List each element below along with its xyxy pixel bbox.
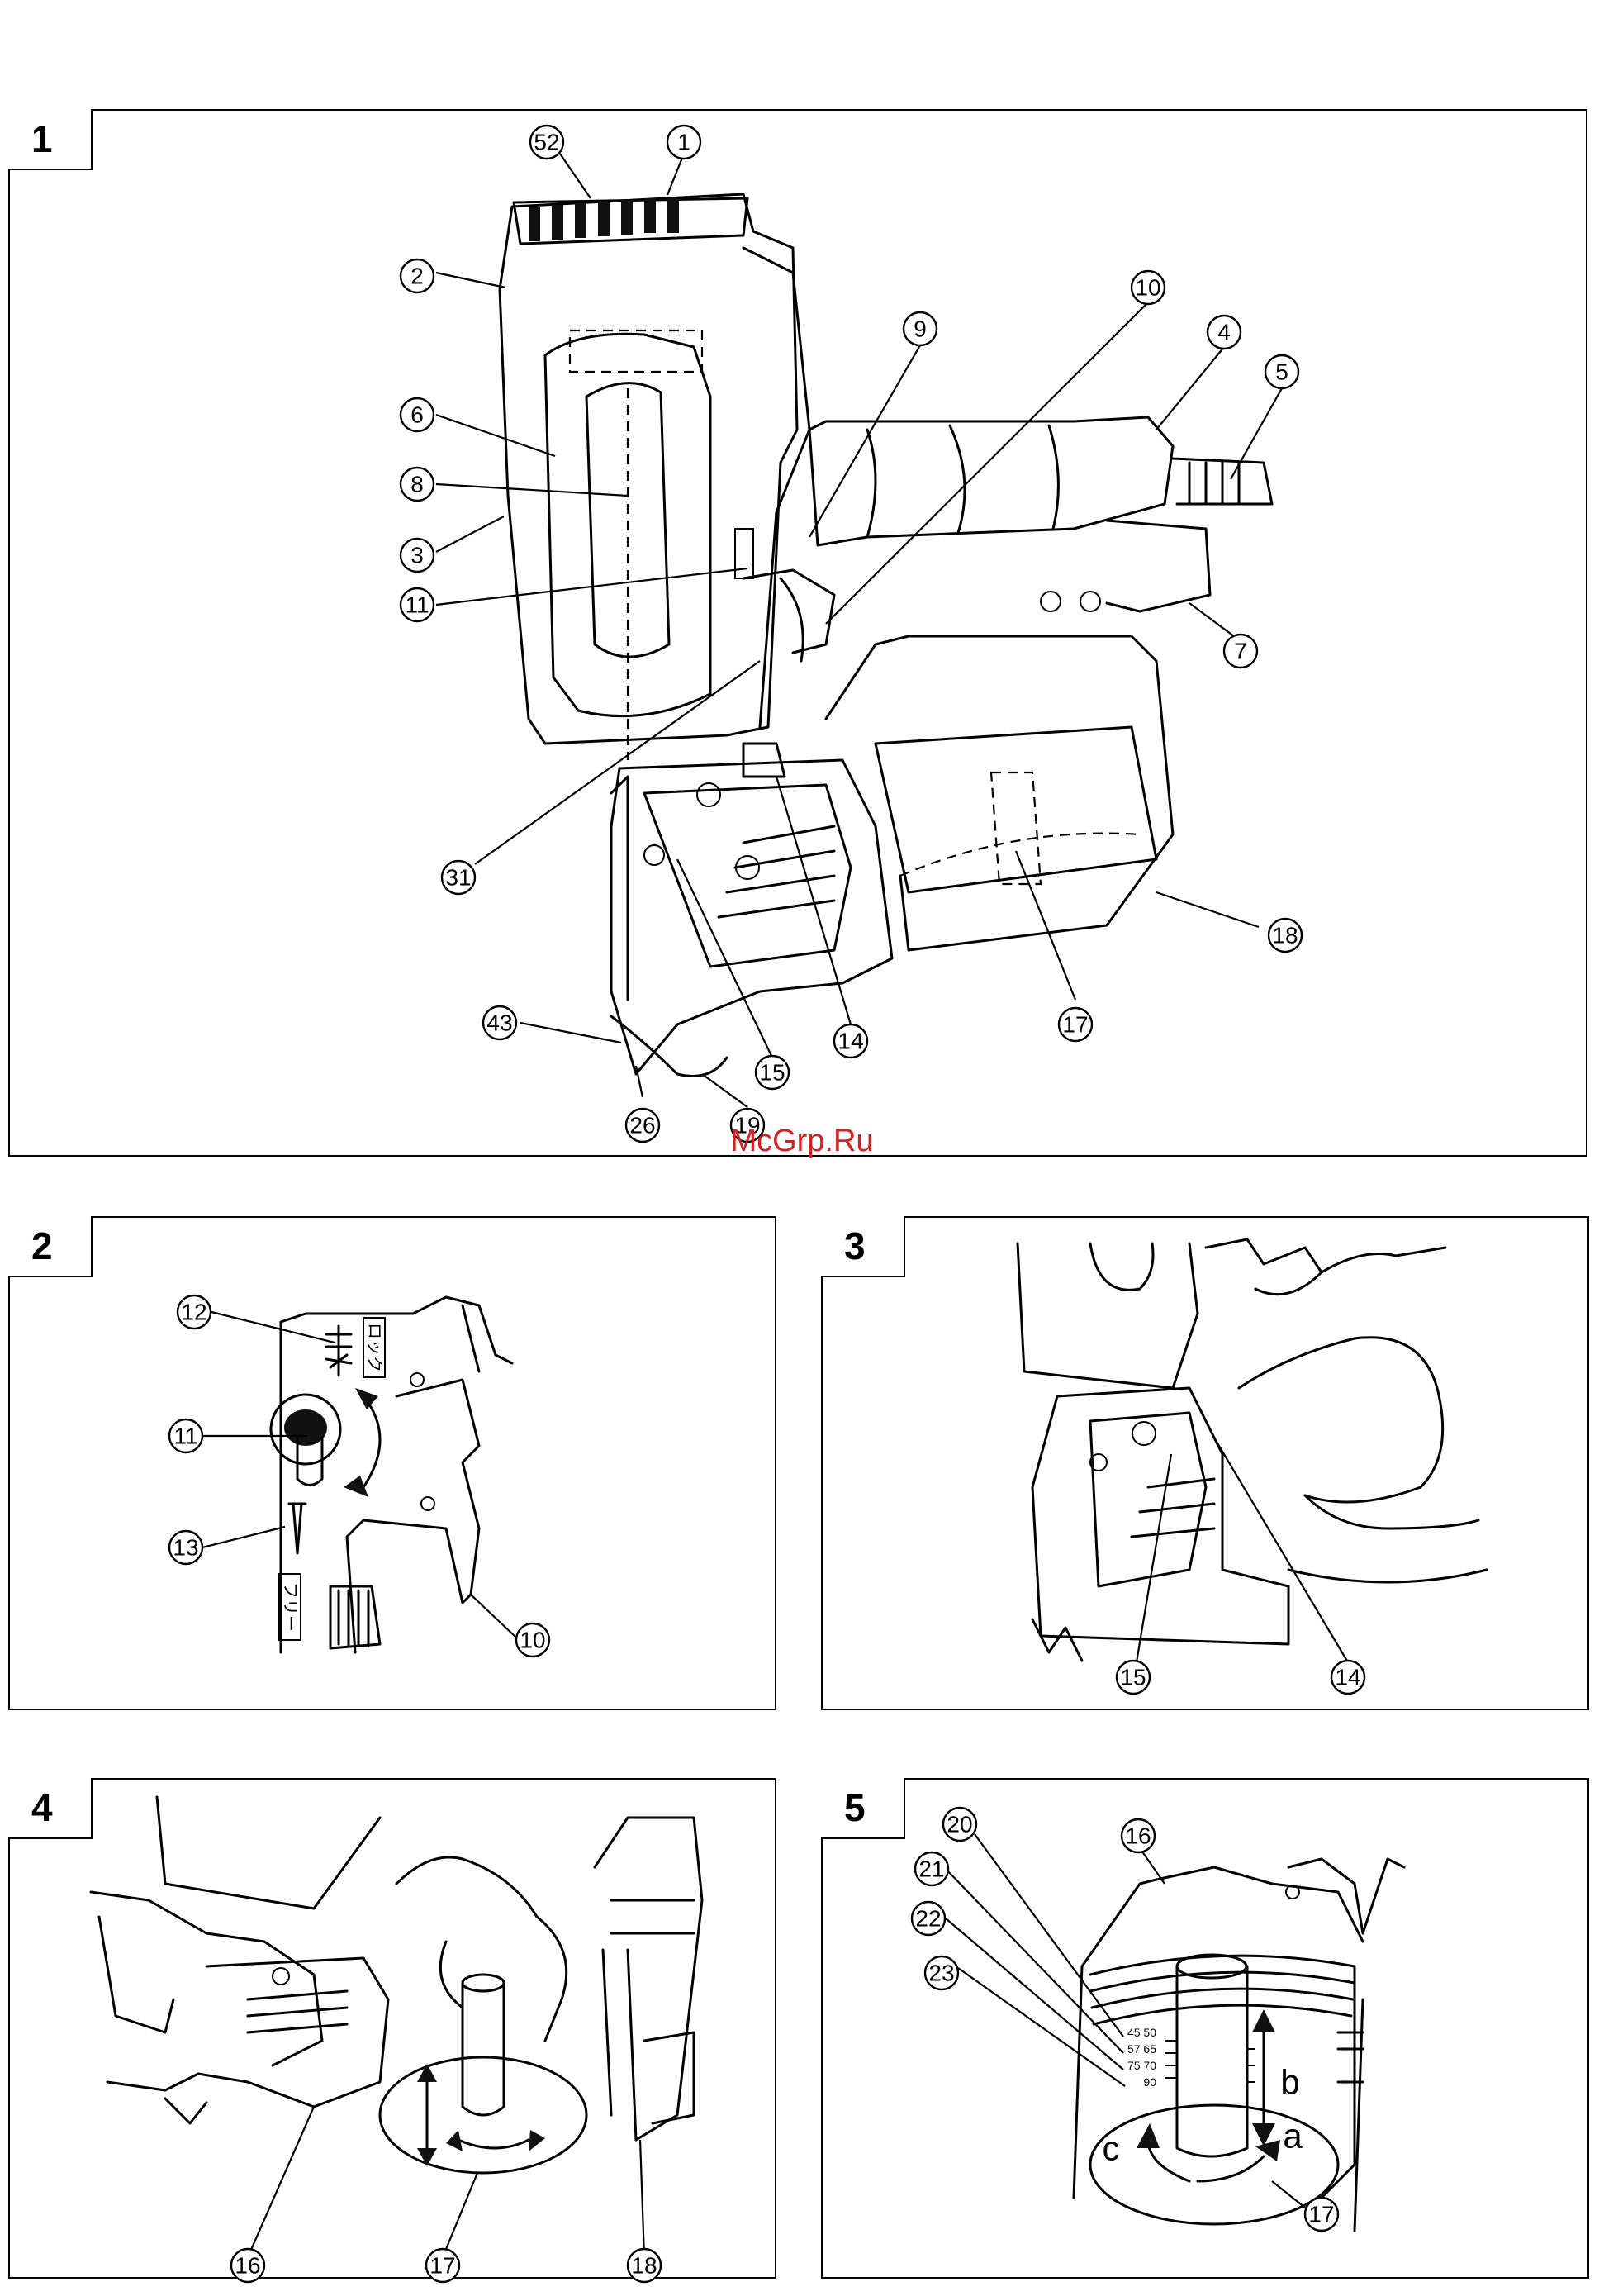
callout-10: 10 [516, 1623, 549, 1657]
svg-text:16: 16 [1125, 1823, 1151, 1849]
svg-text:12: 12 [181, 1300, 206, 1325]
callout-20: 20 [943, 1808, 976, 1841]
svg-text:10: 10 [520, 1628, 545, 1653]
svg-text:17: 17 [1308, 2202, 1334, 2227]
nail-symbol-icon [289, 1504, 306, 1553]
svg-text:15: 15 [1120, 1665, 1146, 1690]
svg-text:23: 23 [928, 1961, 954, 1986]
callout-23: 23 [925, 1956, 958, 1989]
svg-text:18: 18 [631, 2253, 657, 2279]
scale-label-90: 90 [1143, 2075, 1156, 2089]
figure-2-drawing: ロック フリー 12 11 13 10 [169, 1295, 549, 1657]
scale-label-45-50: 45 50 [1127, 2026, 1156, 2039]
figure-4-drawing: 16 17 18 [91, 1797, 702, 2282]
scale-label-75-70: 75 70 [1127, 2059, 1156, 2072]
svg-text:21: 21 [918, 1856, 944, 1882]
scale-label-57-65: 57 65 [1127, 2042, 1156, 2056]
svg-text:14: 14 [1335, 1665, 1360, 1690]
callout-18: 18 [628, 2249, 661, 2282]
svg-text:17: 17 [429, 2253, 455, 2279]
letter-c: c [1103, 2129, 1120, 2168]
callout-11: 11 [169, 1419, 202, 1452]
free-label: フリー [281, 1582, 299, 1632]
letter-a: a [1283, 2117, 1303, 2156]
callout-16: 16 [231, 2249, 264, 2282]
svg-text:22: 22 [915, 1906, 941, 1932]
callout-15: 15 [1117, 1661, 1150, 1694]
svg-text:16: 16 [235, 2253, 260, 2279]
figure-3-drawing: 15 14 [1018, 1239, 1487, 1694]
letter-b: b [1280, 2063, 1299, 2102]
lock-symbol-icon [326, 1326, 351, 1376]
lock-label: ロック [365, 1323, 384, 1372]
callout-22: 22 [912, 1902, 945, 1935]
callout-14: 14 [1331, 1661, 1364, 1694]
svg-text:20: 20 [947, 1812, 972, 1837]
callout-17: 17 [426, 2249, 459, 2282]
svg-text:11: 11 [173, 1424, 197, 1449]
callout-13: 13 [169, 1531, 202, 1564]
callout-17: 17 [1305, 2198, 1338, 2231]
callout-21: 21 [915, 1852, 948, 1885]
callout-12: 12 [178, 1295, 211, 1329]
svg-text:13: 13 [173, 1535, 198, 1561]
callout-16: 16 [1122, 1819, 1155, 1852]
figure-5-drawing: 45 50 57 65 75 70 90 b c a 16 20 21 22 2… [912, 1808, 1404, 2231]
